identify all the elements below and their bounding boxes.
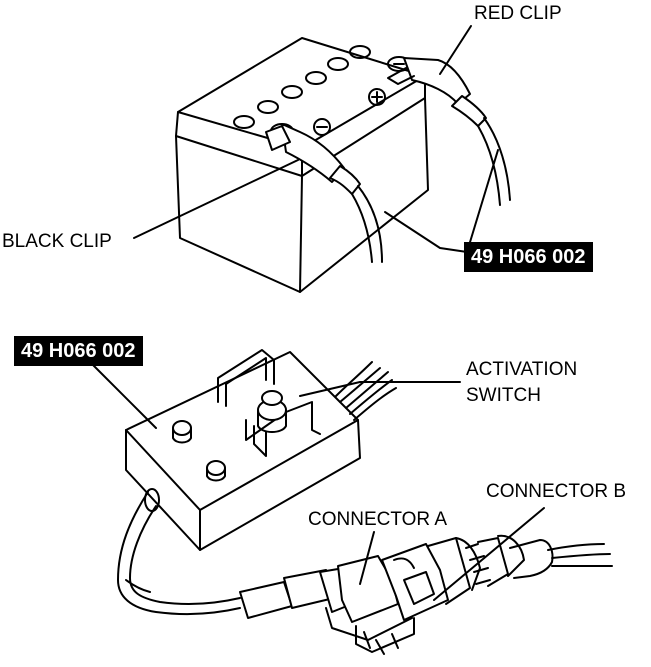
red-clip-leader (439, 25, 472, 75)
black-clip-leader (133, 159, 299, 239)
black-clip (265, 123, 383, 263)
red-clip (387, 57, 511, 206)
connector-b-label: CONNECTOR B (486, 481, 627, 502)
connector-b-leader (433, 507, 545, 601)
tool-leader-top-b (466, 149, 499, 253)
tool-leader-bottom (89, 361, 157, 429)
tool-number-tag-top: 49 H066 002 (464, 242, 593, 272)
connector-a-label: CONNECTOR A (308, 509, 448, 530)
red-clip-label: RED CLIP (474, 3, 562, 24)
tool-number-tag-bottom: 49 H066 002 (14, 336, 143, 366)
tool-leader-top-a (384, 211, 468, 253)
activation-switch-label-line1: ACTIVATION (466, 359, 578, 380)
black-clip-label: BLACK CLIP (2, 231, 112, 252)
activation-switch-leader (299, 381, 461, 397)
wire-harness (117, 491, 613, 655)
activation-switch-label-line2: SWITCH (466, 385, 541, 406)
connector-a-leader (359, 531, 375, 585)
